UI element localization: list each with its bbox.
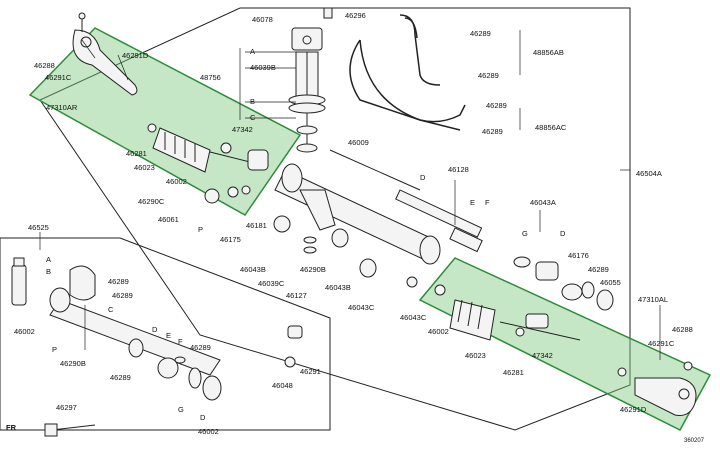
label-46281-left: 46281 xyxy=(126,149,147,158)
label-46043b-a: 46043B xyxy=(240,265,266,274)
label-e-mid: E xyxy=(470,198,475,207)
label-46039b-top: 46039B xyxy=(250,63,276,72)
label-46288-left: 46288 xyxy=(34,61,55,70)
label-46002-box: 46002 xyxy=(14,327,35,336)
label-d-right: D xyxy=(560,229,566,238)
label-46525: 46525 xyxy=(28,223,49,232)
label-a-top: A xyxy=(250,47,255,56)
label-46002-right: 46002 xyxy=(428,327,449,336)
label-46291d-left: 46291D xyxy=(122,51,149,60)
leader-lines xyxy=(39,30,661,360)
label-46289-box2: 46289 xyxy=(112,291,133,300)
label-46290c: 46290C xyxy=(138,197,165,206)
label-46289-d: 46289 xyxy=(482,127,503,136)
label-p-box: P xyxy=(52,345,57,354)
label-d-mid: D xyxy=(420,173,426,182)
label-46288-right: 46288 xyxy=(672,325,693,334)
label-46289-c: 46289 xyxy=(486,101,507,110)
label-46291c-left: 46291C xyxy=(45,73,72,82)
label-47342-left: 47342 xyxy=(232,125,253,134)
boot-left xyxy=(147,123,269,204)
label-f-box: F xyxy=(178,337,183,346)
part-labels: 46078 46296 46289 48856AB 46289 46289 46… xyxy=(6,11,705,444)
label-46290b-box: 46290B xyxy=(60,359,86,368)
rack-housing xyxy=(274,149,483,265)
label-46175: 46175 xyxy=(220,235,241,244)
label-48856ac: 48856AC xyxy=(535,123,567,132)
label-46078: 46078 xyxy=(252,15,273,24)
label-46181: 46181 xyxy=(246,221,267,230)
label-47310ar: 47310AR xyxy=(46,103,78,112)
label-46296: 46296 xyxy=(345,11,366,20)
label-46281-right: 46281 xyxy=(503,368,524,377)
label-47310al: 47310AL xyxy=(638,295,668,304)
label-46127: 46127 xyxy=(286,291,307,300)
label-48856ab: 48856AB xyxy=(533,48,564,57)
label-46043c-b: 46043C xyxy=(400,313,427,322)
label-b-top: B xyxy=(250,97,255,106)
label-46048: 46048 xyxy=(272,381,293,390)
tie-rod-end-left xyxy=(72,12,138,96)
boot-right xyxy=(406,276,581,341)
label-46023-right: 46023 xyxy=(465,351,486,360)
label-46002-box2: 46002 xyxy=(198,427,219,436)
label-46002-left: 46002 xyxy=(166,177,187,186)
label-46289-right: 46289 xyxy=(588,265,609,274)
hydraulic-lines xyxy=(349,14,466,131)
label-46023-left: 46023 xyxy=(134,163,155,172)
label-g-box: G xyxy=(178,405,184,414)
label-46289-box3: 46289 xyxy=(110,373,131,382)
label-48756: 48756 xyxy=(200,73,221,82)
label-46289-a: 46289 xyxy=(470,29,491,38)
label-46043b-b: 46043B xyxy=(325,283,351,292)
label-46504a: 46504A xyxy=(636,169,662,178)
label-a-box: A xyxy=(46,255,51,264)
label-46055: 46055 xyxy=(600,278,621,287)
label-fr: FR xyxy=(6,423,17,432)
label-c-box: C xyxy=(108,305,114,314)
label-46039c: 46039C xyxy=(258,279,285,288)
label-46009: 46009 xyxy=(348,138,369,147)
label-46289-box1: 46289 xyxy=(108,277,129,286)
label-e-box: E xyxy=(166,331,171,340)
subassembly-parts xyxy=(11,257,303,437)
label-46290b: 46290B xyxy=(300,265,326,274)
label-p-left: P xyxy=(198,225,203,234)
label-46128: 46128 xyxy=(448,165,469,174)
label-46043a: 46043A xyxy=(530,198,556,207)
label-46289-box4: 46289 xyxy=(190,343,211,352)
label-46291-box: 46291 xyxy=(300,367,321,376)
label-46176: 46176 xyxy=(568,251,589,260)
label-46289-b: 46289 xyxy=(478,71,499,80)
label-d-box: D xyxy=(152,325,158,334)
pinion-valve xyxy=(288,7,333,153)
label-46291d-right: 46291D xyxy=(620,405,647,414)
label-code: 360207 xyxy=(684,438,705,444)
label-46061: 46061 xyxy=(158,215,179,224)
label-46043c-a: 46043C xyxy=(348,303,375,312)
tie-rod-end-right xyxy=(617,361,697,416)
mid-seals xyxy=(273,215,614,311)
subassembly-box xyxy=(0,237,331,431)
label-b-box: B xyxy=(46,267,51,276)
label-d-box2: D xyxy=(200,413,206,422)
label-g-right: G xyxy=(522,229,528,238)
highlight-band-left xyxy=(28,27,302,216)
label-f-mid: F xyxy=(485,198,490,207)
label-46297: 46297 xyxy=(56,403,77,412)
label-46291c-right: 46291C xyxy=(648,339,675,348)
label-c-top: C xyxy=(250,113,256,122)
label-47342-right: 47342 xyxy=(532,351,553,360)
